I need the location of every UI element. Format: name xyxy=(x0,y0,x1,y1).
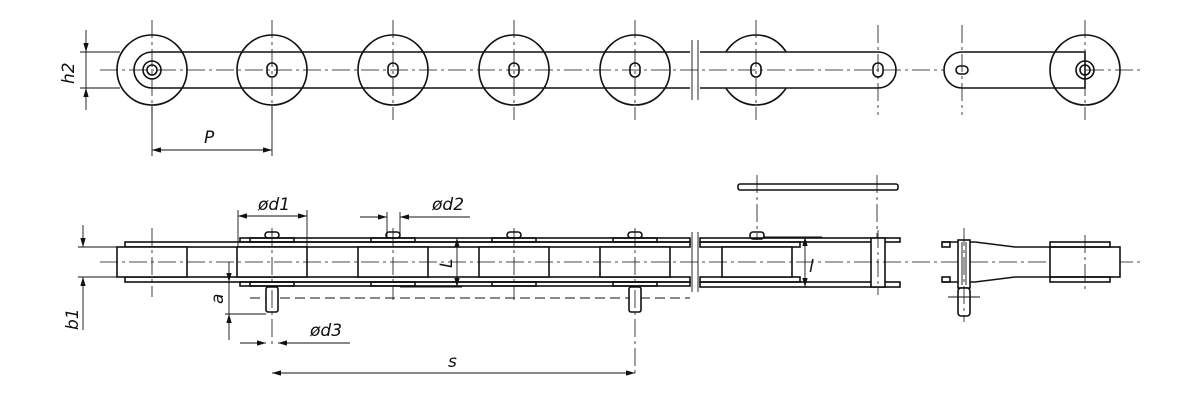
washer xyxy=(370,281,416,287)
washer xyxy=(249,281,295,287)
dim-b1: b1 xyxy=(63,308,83,330)
dim-h2: h2 xyxy=(59,62,79,84)
washer xyxy=(491,281,537,287)
end-link-plate xyxy=(943,51,1086,89)
side-rollers xyxy=(116,228,671,300)
washer xyxy=(612,281,658,287)
dim-L: L xyxy=(437,259,457,268)
dim-d3: ød3 xyxy=(309,321,342,341)
dim-d1: ød1 xyxy=(257,195,290,215)
dim-s: s xyxy=(448,352,457,372)
dim-a: a xyxy=(208,294,228,304)
dim-d2: ød2 xyxy=(431,195,464,215)
dim-pitch: P xyxy=(204,128,215,148)
side-view: b1 ød1 ød2 L l a ød3 s xyxy=(63,175,1140,376)
top-view: h2 P xyxy=(59,20,1140,156)
dim-l: l xyxy=(809,257,814,277)
loose-plate xyxy=(737,183,899,191)
